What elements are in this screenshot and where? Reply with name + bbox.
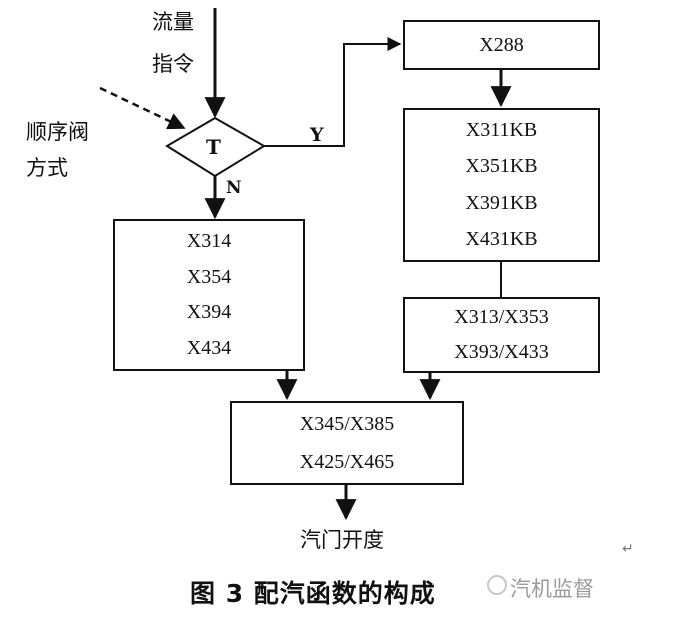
mode-arrow	[99, 86, 186, 130]
box-item: X345/X385	[299, 412, 395, 435]
box-345	[230, 401, 464, 485]
box-item: X351KB	[465, 155, 538, 178]
box-item: X354	[186, 265, 232, 288]
box-kb-text: X311KB X351KB X391KB X431KB	[404, 112, 599, 258]
no-label: N	[226, 178, 242, 198]
yes-label: Y	[310, 124, 324, 146]
yes-branch-line	[264, 37, 402, 147]
mode-label-line2: 方式	[26, 156, 68, 180]
box-kb	[403, 108, 600, 262]
box-item: X434	[186, 336, 232, 359]
box-item: X425/X465	[299, 450, 395, 473]
box-item: X288	[479, 33, 524, 56]
box-item: X394	[186, 301, 232, 324]
box-item: X393/X433	[454, 341, 549, 363]
input-label-line1: 流量	[152, 10, 194, 34]
box-item: X313/X353	[454, 306, 549, 328]
decision-label: T	[206, 135, 221, 159]
return-mark-1: ↵	[622, 541, 634, 557]
box-item: X431KB	[465, 228, 538, 251]
mode-label-line1: 顺序阀	[26, 120, 89, 144]
watermark-text: 汽机监督	[510, 577, 594, 601]
box-314	[113, 219, 305, 371]
box-item: X314	[186, 230, 232, 253]
watermark-logo-icon	[487, 575, 507, 595]
box-item: X311KB	[465, 118, 538, 141]
box-item: X391KB	[465, 191, 538, 214]
mode-label: 顺序阀 方式	[26, 120, 89, 180]
input-label: 流量 指令	[152, 10, 194, 76]
figure-caption: 图 3 配汽函数的构成	[190, 579, 436, 608]
box-x288-text: X288	[404, 21, 599, 69]
output-label: 汽门开度	[300, 528, 384, 552]
input-label-line2: 指令	[152, 52, 194, 76]
box-313	[403, 297, 600, 373]
